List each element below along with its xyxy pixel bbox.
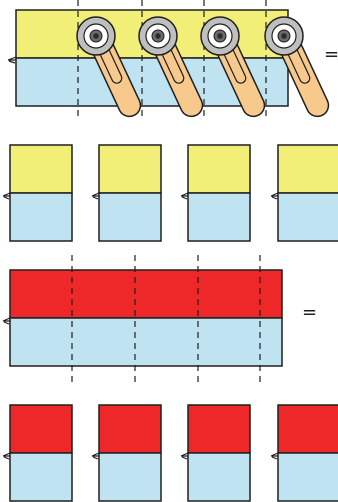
seam-arrow-icon — [271, 453, 278, 459]
seam-arrow-icon — [181, 453, 188, 459]
seam-arrow-icon — [181, 193, 188, 199]
equals-sign: = — [302, 302, 317, 323]
seam-arrow-icon — [3, 453, 10, 459]
seam-arrow-icon — [92, 453, 99, 459]
seam-arrow-icon — [92, 193, 99, 199]
yellow-piece — [271, 145, 338, 241]
seam-arrow-icon — [8, 57, 16, 63]
blue-band — [10, 318, 282, 366]
seam-arrow-icon — [271, 193, 278, 199]
yellow-piece — [181, 145, 250, 241]
red-piece — [181, 405, 250, 501]
seam-arrow-icon — [3, 318, 10, 324]
yellow-piece — [92, 145, 161, 241]
equals-sign: = — [324, 44, 338, 65]
red-band — [10, 270, 282, 318]
red-strip-set — [3, 270, 282, 366]
yellow-piece — [3, 145, 72, 241]
seam-arrow-icon — [3, 193, 10, 199]
red-piece — [3, 405, 72, 501]
red-piece — [271, 405, 338, 501]
red-piece — [92, 405, 161, 501]
